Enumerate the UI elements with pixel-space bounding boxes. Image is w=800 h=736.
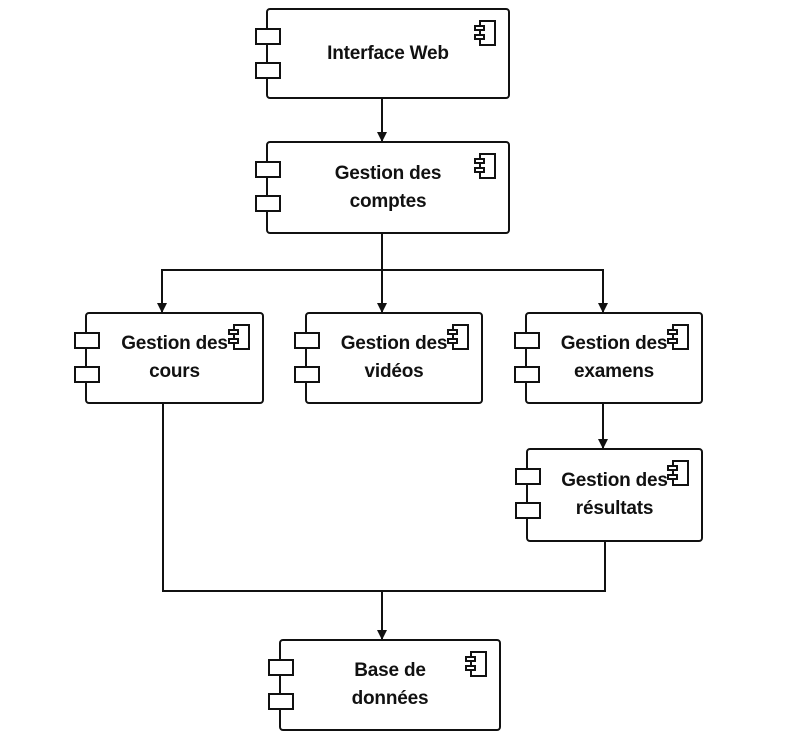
component-icon	[465, 651, 487, 677]
connector-resultats-to-base	[382, 542, 606, 592]
port-tab	[268, 693, 294, 710]
port-tab	[514, 332, 540, 349]
component-gestion-cours: Gestion des cours	[74, 312, 264, 404]
port-tab	[268, 659, 294, 676]
connector-cours-to-base	[162, 404, 382, 592]
component-label: Gestion des cours	[121, 333, 228, 382]
component-gestion-resultats: Gestion des résultats	[515, 448, 703, 542]
port-tab	[255, 28, 281, 45]
port-tab	[74, 332, 100, 349]
component-gestion-videos: Gestion des vidéos	[294, 312, 483, 404]
component-label: Base de données	[351, 660, 429, 709]
component-label: Interface Web	[327, 42, 449, 64]
port-tab	[514, 366, 540, 383]
port-tab	[294, 366, 320, 383]
component-icon	[228, 324, 250, 350]
component-label: Gestion des comptes	[334, 162, 442, 212]
port-tab	[255, 62, 281, 79]
port-tab	[74, 366, 100, 383]
port-tab	[255, 161, 281, 178]
connector-comptes-branch	[157, 234, 383, 313]
component-icon	[667, 460, 689, 486]
component-icon	[474, 153, 496, 179]
port-tab	[294, 332, 320, 349]
component-gestion-examens: Gestion des examens	[514, 312, 703, 404]
component-gestion-comptes: Gestion des comptes	[255, 141, 510, 234]
arrow-comptes-to-examens	[382, 269, 608, 313]
component-icon	[447, 324, 469, 350]
port-tab	[255, 195, 281, 212]
component-label: Gestion des résultats	[561, 470, 668, 519]
component-interface-web: Interface Web	[255, 8, 510, 99]
component-label: Gestion des examens	[560, 333, 668, 382]
component-icon	[667, 324, 689, 350]
port-tab	[515, 468, 541, 485]
port-tab	[515, 502, 541, 519]
component-icon	[474, 20, 496, 46]
component-label: Gestion des vidéos	[340, 333, 448, 382]
component-base-donnees: Base de données	[268, 639, 501, 731]
